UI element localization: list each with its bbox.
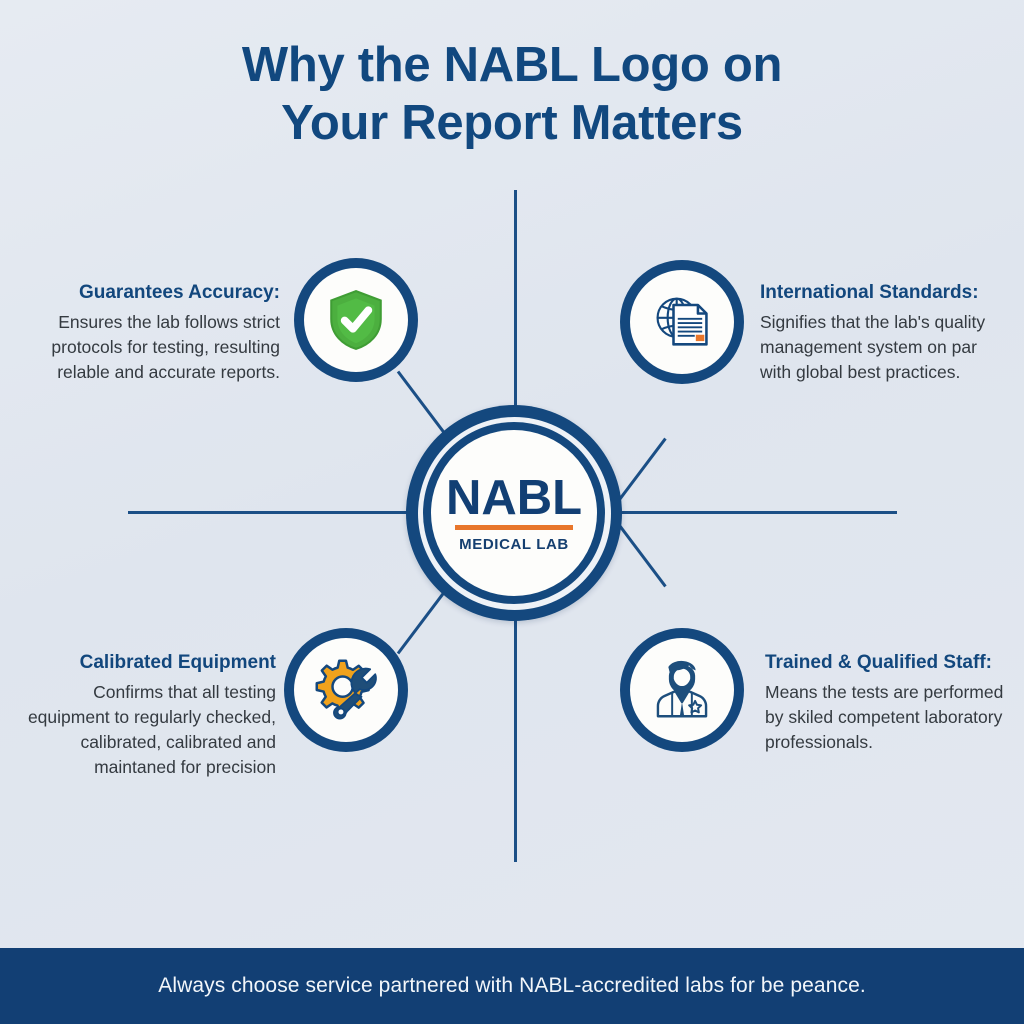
icon-bubble-face (294, 638, 398, 742)
title-line-1: Why the NABL Logo on (241, 38, 783, 92)
connector-line-right (616, 511, 897, 514)
benefit-body: Confirms that all testing equipment to r… (27, 682, 276, 777)
icon-bubble-international-standards (620, 260, 744, 384)
gear-wrench-icon (315, 659, 377, 720)
connector-line-top (514, 190, 517, 418)
benefit-heading: Trained & Qualified Staff: (765, 652, 992, 673)
benefit-block-international-standards: International Standards: Signifies that … (760, 281, 1006, 385)
footer-banner: Always choose service partnered with NAB… (0, 948, 1024, 1024)
benefit-heading: International Standards: (760, 282, 979, 303)
benefit-block-trained-qualified-staff: Trained & Qualified Staff: Means the tes… (765, 651, 1015, 755)
page-title: Why the NABL Logo on Your Report Matters (0, 36, 1024, 152)
lab-professional-icon (656, 660, 708, 718)
icon-bubble-face (630, 638, 734, 742)
benefit-heading: Guarantees Accuracy: (78, 282, 280, 303)
logo-inner-ring: NABL MEDICAL LAB (423, 422, 605, 604)
connector-diagonal-top-left (396, 370, 450, 440)
connector-line-bottom (514, 610, 517, 862)
nabl-subtitle: MEDICAL LAB (459, 536, 569, 553)
icon-bubble-face (630, 270, 734, 374)
benefit-body: Signifies that the lab's quality managem… (760, 312, 986, 382)
benefit-body: Means the tests are performed by skiled … (765, 682, 1004, 752)
icon-bubble-calibrated-equipment (284, 628, 408, 752)
nabl-wordmark: NABL (445, 471, 583, 525)
benefit-block-calibrated-equipment: Calibrated Equipment Confirms that all t… (8, 651, 276, 780)
footer-text: Always choose service partnered with NAB… (158, 974, 866, 997)
connector-line-left (128, 511, 416, 514)
icon-bubble-face (304, 268, 408, 372)
icon-bubble-guarantees-accuracy (294, 258, 418, 382)
nabl-accent-rule (455, 525, 573, 530)
logo-face: NABL MEDICAL LAB (431, 430, 597, 596)
shield-check-icon (330, 290, 382, 350)
benefit-body: Ensures the lab follows strict protocols… (51, 312, 280, 382)
benefit-heading: Calibrated Equipment (79, 652, 276, 673)
benefit-block-guarantees-accuracy: Guarantees Accuracy: Ensures the lab fol… (22, 281, 280, 385)
nabl-logo-badge: NABL MEDICAL LAB (406, 405, 622, 621)
icon-bubble-trained-qualified-staff (620, 628, 744, 752)
title-line-2: Your Report Matters (281, 96, 743, 150)
logo-ring-gap: NABL MEDICAL LAB (417, 416, 611, 610)
connector-diagonal-bottom-right (613, 518, 667, 588)
connector-diagonal-bottom-left (396, 585, 450, 655)
globe-document-icon (656, 297, 708, 346)
connector-diagonal-top-right (613, 437, 667, 507)
